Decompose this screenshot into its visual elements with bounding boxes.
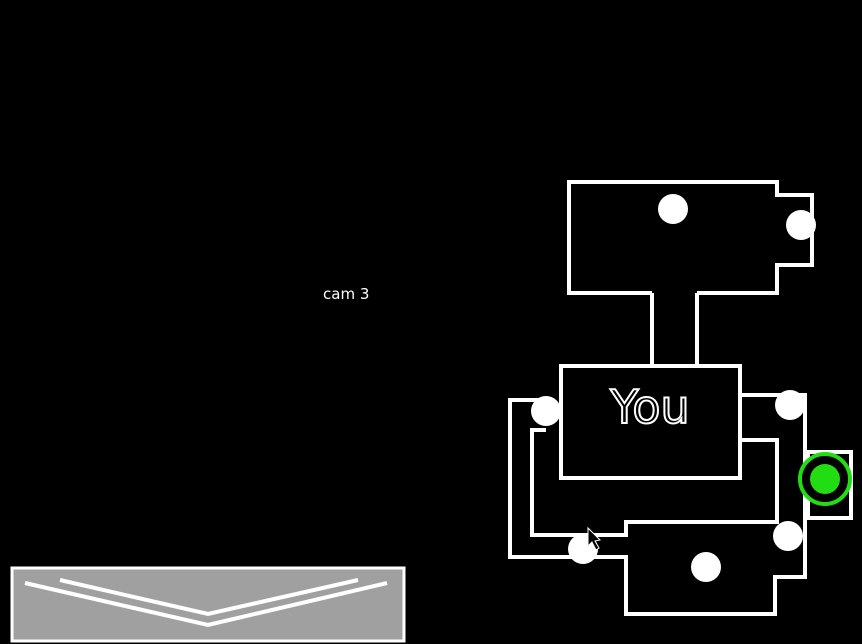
top-room-wall xyxy=(567,180,814,295)
office-room xyxy=(559,364,742,480)
mouse-cursor-icon xyxy=(587,526,602,551)
chevron-down-icon xyxy=(24,578,388,628)
camera-button-6[interactable] xyxy=(773,521,803,551)
camera-button-active[interactable] xyxy=(798,452,852,506)
camera-button-4[interactable] xyxy=(775,390,805,420)
hallway-wall xyxy=(650,293,699,366)
right-hall-inner xyxy=(624,438,779,535)
camera-button-2[interactable] xyxy=(786,210,816,240)
camera-button-3[interactable] xyxy=(531,396,561,426)
camera-button-1[interactable] xyxy=(658,194,688,224)
player-room-label: You xyxy=(609,380,689,434)
camera-toggle-button[interactable] xyxy=(10,566,406,643)
camera-button-7[interactable] xyxy=(691,552,721,582)
left-hall-outer xyxy=(508,398,628,559)
right-hall-outer xyxy=(624,393,807,616)
camera-label: cam 3 xyxy=(323,285,370,303)
left-hall-inner xyxy=(530,428,628,537)
